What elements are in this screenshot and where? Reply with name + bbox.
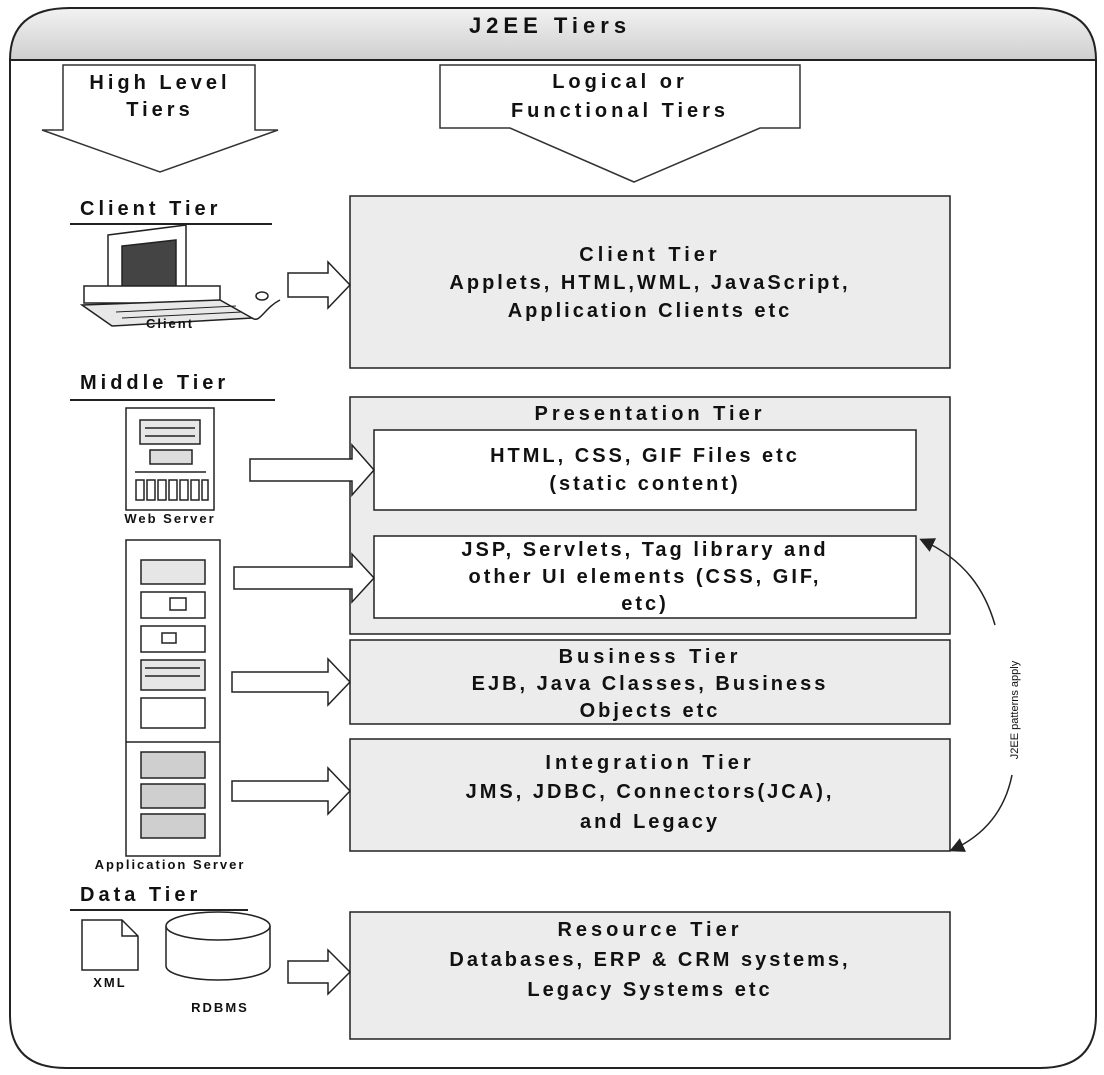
patterns-note: J2EE patterns apply bbox=[1009, 600, 1025, 820]
web-server-caption: Web Server bbox=[90, 511, 250, 526]
client-tier-line2: Application Clients etc bbox=[350, 297, 950, 325]
business-arrow bbox=[232, 659, 350, 705]
application-server-icon bbox=[126, 540, 220, 856]
client-tier-heading: Client Tier bbox=[350, 241, 950, 269]
xml-document-icon bbox=[82, 920, 138, 970]
business-tier-line1: EJB, Java Classes, Business bbox=[350, 670, 950, 698]
dynamic-content-line2: other UI elements (CSS, GIF, bbox=[374, 563, 916, 591]
dynamic-content-line1: JSP, Servlets, Tag library and bbox=[374, 536, 916, 564]
data-section-heading: Data Tier bbox=[80, 884, 201, 907]
logical-label-line1: Logical or bbox=[440, 68, 800, 97]
middle-section-heading: Middle Tier bbox=[80, 372, 229, 395]
client-computer-icon bbox=[82, 225, 280, 326]
client-caption: Client bbox=[130, 316, 210, 331]
diagram-title: J2EE Tiers bbox=[380, 13, 720, 39]
rdbms-cylinder-icon bbox=[166, 912, 270, 980]
high-level-label-line2: Tiers bbox=[80, 97, 240, 124]
dynamic-content-line3: etc) bbox=[374, 590, 916, 618]
high-level-label-line1: High Level bbox=[80, 70, 240, 97]
resource-tier-line2: Legacy Systems etc bbox=[350, 976, 950, 1004]
client-arrow bbox=[288, 262, 350, 308]
web-server-icon bbox=[126, 408, 214, 510]
client-tier-line1: Applets, HTML,WML, JavaScript, bbox=[350, 269, 950, 297]
web-server-arrow bbox=[250, 445, 374, 495]
patterns-arrow-down bbox=[952, 775, 1012, 850]
rdbms-caption: RDBMS bbox=[160, 1000, 280, 1015]
integration-tier-heading: Integration Tier bbox=[350, 749, 950, 777]
business-tier-heading: Business Tier bbox=[350, 643, 950, 671]
integration-tier-line1: JMS, JDBC, Connectors(JCA), bbox=[350, 778, 950, 806]
jsp-arrow bbox=[234, 554, 374, 602]
static-content-line2: (static content) bbox=[374, 470, 916, 498]
resource-tier-heading: Resource Tier bbox=[350, 916, 950, 944]
client-section-heading: Client Tier bbox=[80, 198, 221, 221]
data-arrow bbox=[288, 950, 350, 994]
app-server-caption: Application Server bbox=[50, 857, 290, 872]
static-content-line1: HTML, CSS, GIF Files etc bbox=[374, 442, 916, 470]
resource-tier-line1: Databases, ERP & CRM systems, bbox=[350, 946, 950, 974]
integration-arrow bbox=[232, 768, 350, 814]
xml-caption: XML bbox=[70, 975, 150, 990]
logical-label-line2: Functional Tiers bbox=[440, 97, 800, 126]
presentation-tier-heading: Presentation Tier bbox=[350, 400, 950, 428]
business-tier-line2: Objects etc bbox=[350, 697, 950, 725]
integration-tier-line2: and Legacy bbox=[350, 808, 950, 836]
